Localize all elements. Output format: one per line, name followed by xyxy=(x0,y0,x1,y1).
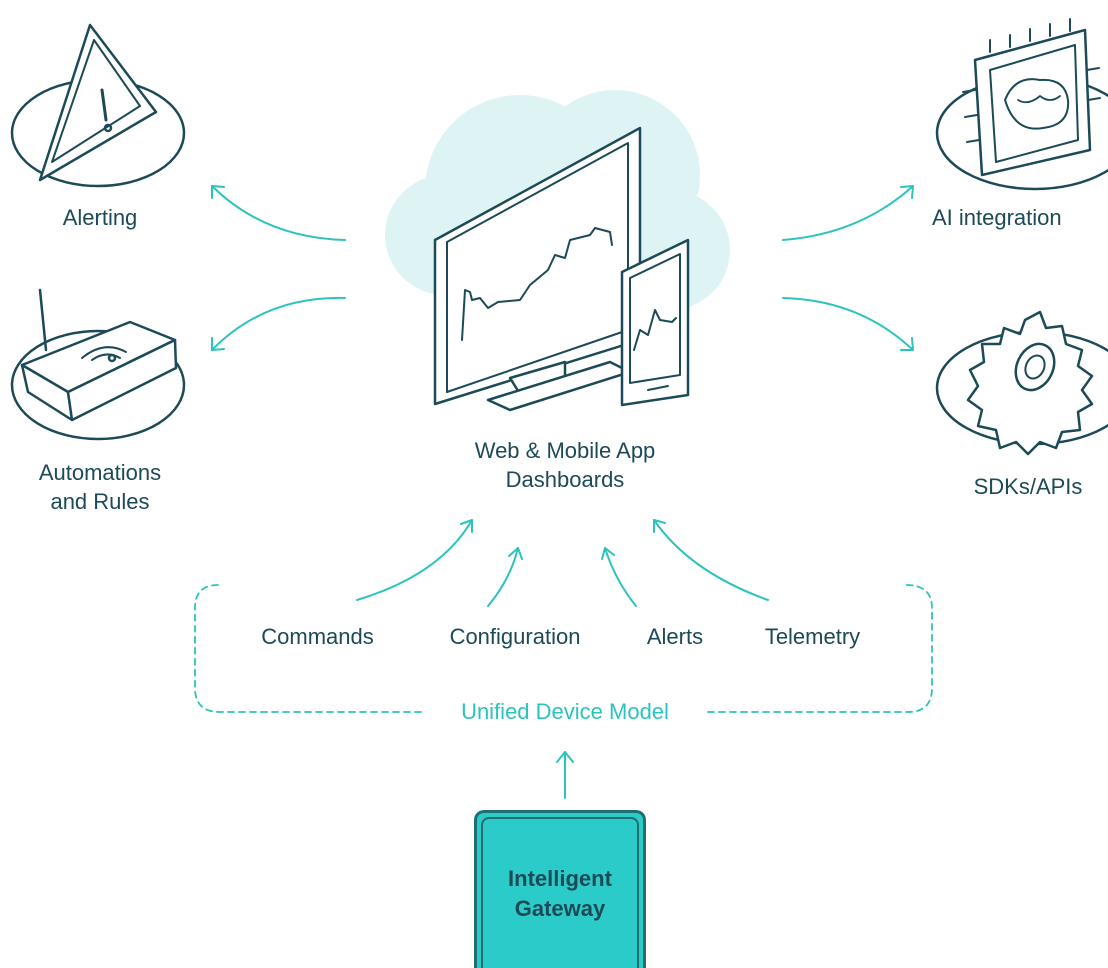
label-automations-line1: Automations xyxy=(38,460,162,485)
monitor-and-phone-icon xyxy=(433,126,690,412)
arrow-to-ai xyxy=(782,185,914,241)
label-alerting: Alerting xyxy=(62,205,138,230)
label-automations: Automations and Rules xyxy=(10,458,190,516)
label-commands: Commands xyxy=(261,624,374,649)
label-dashboards-line1: Web & Mobile App xyxy=(474,438,656,463)
arrow-alerts xyxy=(604,547,637,607)
gateway-label-line1: Intelligent xyxy=(508,865,612,891)
unified-device-model-bracket xyxy=(194,584,933,713)
ai-chip-icon xyxy=(935,18,1108,191)
intelligent-gateway-box: Intelligent Gateway xyxy=(474,810,646,968)
label-unified-device-model: Unified Device Model xyxy=(461,699,669,724)
label-telemetry: Telemetry xyxy=(764,624,861,649)
label-automations-line2: and Rules xyxy=(50,489,150,514)
label-sdks-apis: SDKs/APIs xyxy=(973,474,1083,499)
connector-arrows xyxy=(211,185,914,799)
gateway-inner-frame: Intelligent Gateway xyxy=(481,817,639,968)
label-dashboards-line2: Dashboards xyxy=(505,467,625,492)
gateway-label: Intelligent Gateway xyxy=(508,864,612,924)
router-icon xyxy=(10,288,186,441)
gear-icon xyxy=(935,310,1108,456)
arrow-to-automations xyxy=(211,296,346,351)
arrow-telemetry xyxy=(653,519,769,601)
label-dashboards: Web & Mobile App Dashboards xyxy=(420,436,710,494)
arrow-to-sdk xyxy=(782,297,914,351)
label-ai-integration: AI integration xyxy=(932,205,1062,230)
arrow-to-alerting xyxy=(211,185,346,241)
warning-triangle-icon xyxy=(10,23,186,188)
arrow-commands xyxy=(356,519,473,601)
label-configuration: Configuration xyxy=(449,624,581,649)
label-alerts: Alerts xyxy=(646,624,704,649)
arrow-configuration xyxy=(487,547,519,607)
gateway-label-line2: Gateway xyxy=(514,895,606,921)
